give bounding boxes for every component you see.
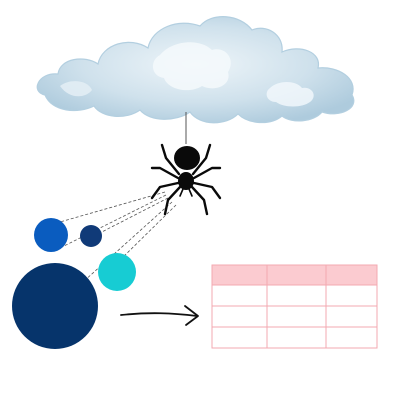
data-circles xyxy=(12,218,136,349)
web-lines xyxy=(59,191,177,291)
spider-abdomen xyxy=(174,146,200,170)
circle-large-navy xyxy=(12,263,98,349)
web-line-3 xyxy=(93,197,169,237)
spider-icon xyxy=(150,143,222,216)
circle-small-navy xyxy=(80,225,102,247)
table-body xyxy=(211,284,378,349)
spider-fangs xyxy=(179,188,193,197)
circle-medium-blue xyxy=(34,218,68,252)
web-line-5 xyxy=(117,204,177,263)
arrow-right-icon xyxy=(120,305,199,326)
spider-head xyxy=(178,172,194,190)
spider-legs-right xyxy=(190,143,222,216)
web-line-4 xyxy=(73,201,173,291)
table-header-row xyxy=(211,264,378,286)
web-line-2 xyxy=(61,194,167,248)
spider-legs-left xyxy=(150,143,182,216)
circle-cyan xyxy=(98,253,136,291)
cloud-illustration xyxy=(36,16,355,124)
data-table xyxy=(211,264,378,349)
web-line-1 xyxy=(59,191,166,223)
